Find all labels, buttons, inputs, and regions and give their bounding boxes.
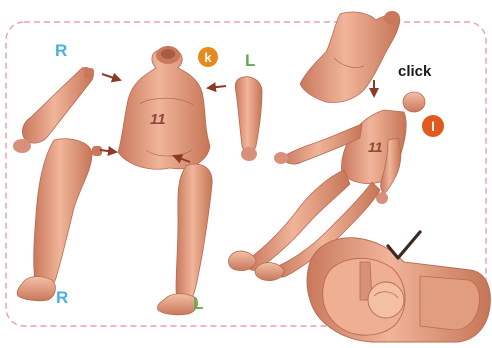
click-label: click bbox=[398, 63, 432, 80]
check-mark-icon bbox=[388, 232, 420, 258]
assembled-figure: 11 bbox=[229, 11, 425, 281]
arrow-icon bbox=[208, 86, 226, 88]
left-leg-part bbox=[157, 164, 212, 315]
step-badge-k: k bbox=[198, 47, 218, 67]
badge-letter: l bbox=[431, 119, 435, 134]
label-right-bottom: R bbox=[56, 288, 68, 307]
torso-part: 11 bbox=[118, 46, 210, 169]
back-plate-part bbox=[300, 11, 400, 103]
exploded-figure: 11 bbox=[13, 46, 262, 315]
detail-closeup bbox=[307, 232, 490, 342]
arrow-icon bbox=[102, 74, 120, 80]
torso-jersey-number: 11 bbox=[150, 111, 166, 128]
badge-letter: k bbox=[204, 50, 212, 65]
label-left-bottom: L bbox=[193, 294, 203, 313]
label-left-top: L bbox=[245, 51, 255, 70]
arrow-icon bbox=[100, 150, 116, 152]
left-arm-part bbox=[235, 77, 262, 161]
step-badge-l: l bbox=[422, 115, 444, 137]
right-leg-part bbox=[17, 139, 102, 301]
label-right-top: R bbox=[55, 41, 67, 60]
assembled-jersey-number: 11 bbox=[368, 139, 383, 155]
